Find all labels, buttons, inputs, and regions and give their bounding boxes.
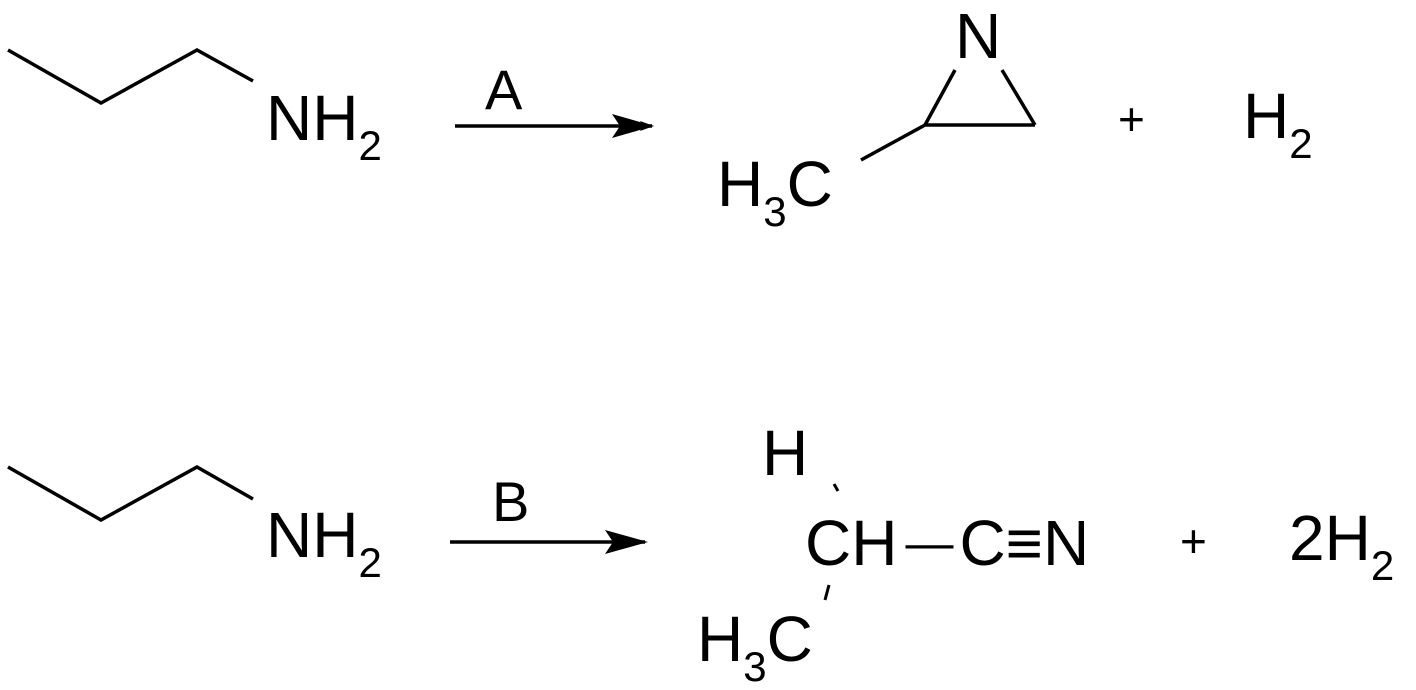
hydrogen-h: H <box>1243 80 1290 152</box>
arrow-b-head <box>605 530 648 554</box>
methyl-h: H <box>717 148 764 220</box>
methyl-subscript: 3 <box>743 643 767 690</box>
reagent-b-label: B <box>492 470 530 533</box>
plus-sign-b: + <box>1180 515 1207 567</box>
propionitrile-branches <box>823 483 840 601</box>
arrow-a-head <box>612 114 654 138</box>
reactant-a-amine-label: NH2 <box>266 86 382 167</box>
product-b-chain-label: CH—C≡N <box>805 511 1089 575</box>
amine-subscript: 2 <box>358 539 382 586</box>
methyl-subscript: 3 <box>763 188 787 235</box>
methyl-h: H <box>697 603 744 675</box>
reagent-a-label: A <box>485 58 523 121</box>
aziridine-ring <box>860 69 1037 162</box>
plus-sign-a: + <box>1118 93 1145 145</box>
ch-group: CH <box>805 507 898 579</box>
hydrogen-subscript: 2 <box>1370 542 1395 589</box>
methyl-c: C <box>766 603 813 675</box>
aziridine-nitrogen-label: N <box>955 0 1002 72</box>
reactant-b-skeleton <box>7 464 254 523</box>
hydrogen-h: H <box>1324 502 1371 574</box>
byproduct-b-hydrogen: 2H2 <box>1289 506 1394 587</box>
reactant-a-skeleton <box>7 48 254 106</box>
single-bond: — <box>905 517 954 570</box>
product-b-methyl-label: H3C <box>697 607 813 688</box>
byproduct-a-hydrogen: H2 <box>1243 84 1313 165</box>
methyl-c: C <box>786 148 833 220</box>
amine-group: NH <box>266 82 359 154</box>
hydrogen-subscript: 2 <box>1289 120 1313 167</box>
product-a-methyl-label: H3C <box>717 152 833 233</box>
amine-subscript: 2 <box>358 122 382 169</box>
reactant-b-amine-label: NH2 <box>266 503 382 584</box>
nitrile-group: C≡N <box>959 507 1090 579</box>
amine-group: NH <box>266 499 359 571</box>
coefficient: 2 <box>1289 502 1325 574</box>
product-b-top-h: H <box>762 417 809 489</box>
